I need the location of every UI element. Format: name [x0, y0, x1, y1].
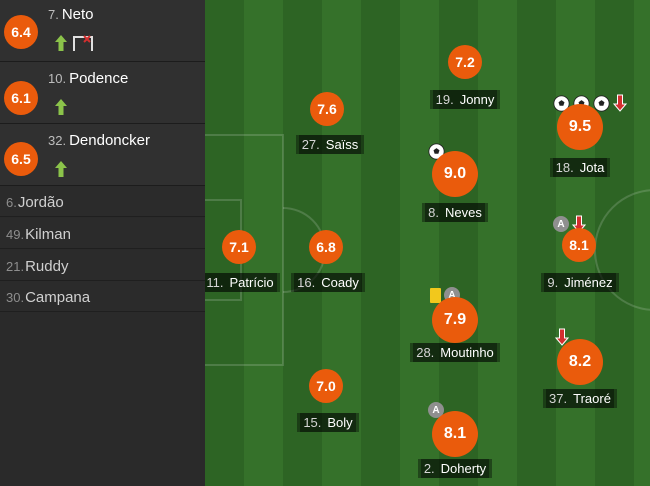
player-name: Jota: [576, 158, 608, 177]
player-name: Neves: [441, 203, 485, 222]
rating-badge: 6.8: [309, 230, 343, 264]
shirt-number: 7.: [48, 7, 59, 22]
sub-in-arrow-icon: [55, 35, 67, 51]
player-name: Saïss: [322, 135, 362, 154]
shirt-number: 6.: [6, 195, 17, 210]
hit-woodwork-icon: [73, 35, 93, 51]
player-name: Moutinho: [437, 343, 497, 362]
rating-badge: 8.1: [432, 411, 478, 457]
player-boly[interactable]: 7.0 15.Boly: [273, 369, 383, 449]
player-name: Ruddy: [25, 258, 69, 275]
shirt-number: 28.: [413, 343, 438, 362]
shirt-number: 49.: [6, 227, 25, 242]
shirt-number: 9.: [544, 273, 562, 292]
shirt-number: 10.: [48, 71, 67, 86]
shirt-number: 18.: [552, 158, 577, 177]
substitutes-sidebar: 6.4 7.Neto 6.1 10.Podence 6.5 32.Dendonc…: [0, 0, 205, 486]
rating-badge: 6.4: [4, 15, 38, 49]
sub-out-arrow-icon: [555, 328, 569, 346]
player-patricio[interactable]: 7.1 11.Patrício: [205, 230, 295, 310]
substitute-row[interactable]: 6.5 32.Dendoncker: [0, 124, 205, 186]
rating-badge: 8.2: [557, 339, 603, 385]
rating-badge: 6.5: [4, 142, 38, 176]
sub-in-arrow-icon: [55, 161, 67, 177]
player-traore[interactable]: 8.2 37.Traoré: [525, 328, 635, 423]
goal-ball-icon: [553, 94, 570, 112]
rating-badge: 7.6: [310, 92, 344, 126]
player-name: Traoré: [570, 389, 614, 408]
shirt-number: 30.: [6, 290, 25, 305]
shirt-number: 32.: [48, 133, 67, 148]
player-name: Podence: [69, 70, 129, 87]
rating-badge: 7.0: [309, 369, 343, 403]
player-name: Kilman: [25, 226, 71, 243]
player-coady[interactable]: 6.8 16.Coady: [273, 230, 383, 310]
shirt-number: 37.: [546, 389, 571, 408]
rating-badge: 7.9: [432, 297, 478, 343]
player-neves[interactable]: 9.0 8.Neves: [400, 143, 510, 231]
bench-row[interactable]: 21.Ruddy: [0, 250, 205, 281]
bench-row[interactable]: 30.Campana: [0, 281, 205, 312]
assist-icon: A: [553, 216, 569, 232]
shirt-number: 21.: [6, 259, 25, 274]
rating-badge: 7.1: [222, 230, 256, 264]
shirt-number: 16.: [294, 273, 319, 292]
player-saiss[interactable]: 7.6 27.Saïss: [275, 92, 385, 172]
player-name: Patrício: [226, 273, 277, 292]
rating-badge: 9.5: [557, 104, 603, 150]
player-jota[interactable]: 9.5 18.Jota: [525, 94, 635, 184]
shirt-number: 15.: [300, 413, 325, 432]
player-name: Jordão: [17, 194, 64, 211]
substitute-row[interactable]: 6.4 7.Neto: [0, 0, 205, 62]
player-name: Doherty: [437, 459, 490, 478]
rating-badge: 7.2: [448, 45, 482, 79]
player-jonny[interactable]: 7.2 19.Jonny: [410, 45, 520, 125]
player-name: Jonny: [456, 90, 498, 109]
player-name: Campana: [25, 289, 91, 306]
player-doherty[interactable]: A 8.1 2.Doherty: [400, 402, 510, 486]
shirt-number: 2.: [420, 459, 438, 478]
pitch: 7.2 19.Jonny 7.6 27.Saïss 9.5 18.Jota 9.…: [205, 0, 650, 486]
yellow-card-icon: [430, 287, 441, 303]
shirt-number: 11.: [205, 273, 227, 292]
rating-badge: 6.1: [4, 81, 38, 115]
shirt-number: 27.: [298, 135, 323, 154]
sub-in-arrow-icon: [55, 99, 67, 115]
player-name: Dendoncker: [69, 132, 150, 149]
substitute-row[interactable]: 6.1 10.Podence: [0, 62, 205, 124]
assist-icon: A: [428, 402, 444, 418]
player-name: Coady: [318, 273, 362, 292]
player-name: Neto: [61, 6, 94, 23]
player-name: Jiménez: [561, 273, 616, 292]
rating-badge: 8.1: [562, 228, 596, 262]
rating-badge: 9.0: [432, 151, 478, 197]
bench-row[interactable]: 49.Kilman: [0, 218, 205, 249]
bench-row[interactable]: 6.Jordão: [0, 186, 205, 217]
player-jimenez[interactable]: A 8.1 9.Jiménez: [525, 215, 635, 308]
player-moutinho[interactable]: A 7.9 28.Moutinho: [400, 287, 510, 377]
shirt-number: 8.: [425, 203, 442, 222]
goal-ball-icon: [593, 94, 610, 112]
shirt-number: 19.: [432, 90, 457, 109]
sub-out-arrow-icon: [613, 94, 627, 112]
player-name: Boly: [324, 413, 356, 432]
